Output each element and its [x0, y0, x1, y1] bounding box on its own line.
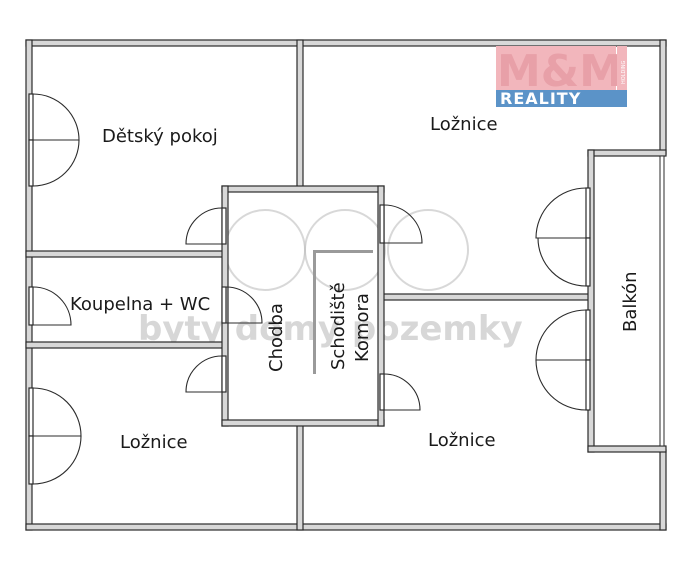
door-leaf — [585, 187, 591, 239]
stairs-line-top — [313, 250, 373, 253]
door-detsky-chodba — [185, 207, 227, 245]
wall-koupelna-bottom — [25, 341, 227, 349]
watermark-circle-2 — [304, 209, 386, 291]
label-loznice-bottom-right: Ložnice — [428, 430, 496, 451]
label-schodiste: Schodiště — [328, 282, 349, 370]
stairs-line — [313, 252, 316, 374]
door-leaf — [585, 309, 591, 361]
door-koupelna-left — [28, 286, 72, 326]
door-arc — [185, 355, 223, 393]
door-leaf — [585, 359, 591, 411]
wall-chodba-top — [221, 185, 385, 193]
door-leaf — [221, 207, 227, 245]
wall-balkon-top — [587, 149, 667, 157]
door-loznice-left-exterior — [28, 387, 82, 485]
logo-brand: M&M — [497, 46, 623, 97]
door-detsky-left — [28, 93, 80, 187]
door-leaf — [585, 237, 591, 287]
door-arc — [32, 93, 80, 141]
door-koupelna-chodba — [221, 286, 263, 324]
door-leaf — [28, 286, 34, 326]
wall-chodba-right — [377, 185, 385, 427]
door-leaf — [28, 93, 34, 141]
door-arc — [32, 286, 72, 326]
label-balkon: Balkón — [620, 271, 641, 332]
door-arc — [32, 139, 80, 187]
logo-reality-text: REALITY — [500, 89, 581, 108]
mm-reality-logo: M&M HOLDING REALITY — [496, 46, 627, 108]
door-arc — [185, 207, 223, 245]
balkon-window — [659, 155, 665, 447]
wall-balkon-bottom — [587, 445, 667, 453]
label-koupelna: Koupelna + WC — [70, 294, 210, 315]
door-balkon-bottom — [535, 309, 591, 411]
door-leaf — [221, 286, 227, 324]
door-arc — [537, 237, 587, 287]
wall-detsky-bottom — [25, 250, 227, 258]
wall-bottom — [25, 523, 667, 531]
door-arc — [225, 286, 263, 324]
door-chodba-loznice-bottom — [379, 373, 421, 411]
door-arc — [32, 387, 82, 437]
door-leaf — [379, 204, 385, 244]
door-leaf — [221, 355, 227, 393]
wall-bedroom-divider — [382, 293, 592, 301]
logo-background — [496, 46, 616, 90]
door-chodba-loznice-top — [379, 204, 423, 244]
wall-right-upper — [659, 39, 667, 155]
wall-right-lower — [659, 449, 667, 531]
door-leaf — [28, 139, 34, 187]
door-arc — [32, 435, 82, 485]
door-leaf — [28, 435, 34, 485]
door-loznice-left-chodba — [185, 355, 227, 393]
door-arc — [535, 359, 587, 411]
logo-holding-bg — [617, 46, 627, 90]
label-chodba: Chodba — [266, 303, 287, 372]
label-komora: Komora — [352, 293, 373, 362]
door-arc — [383, 204, 423, 244]
door-balkon-top — [535, 187, 591, 287]
door-arc — [383, 373, 421, 411]
wall-vertical-center-bottom — [296, 423, 304, 531]
logo-holding: HOLDING — [621, 60, 627, 84]
label-loznice-bottom-left: Ložnice — [120, 432, 188, 453]
door-leaf — [379, 373, 385, 411]
watermark-circle-3 — [387, 209, 469, 291]
label-loznice-top-right: Ložnice — [430, 114, 498, 135]
logo-reality-bg — [496, 90, 627, 107]
label-detsky-pokoj: Dětský pokoj — [102, 126, 218, 147]
door-leaf — [28, 387, 34, 437]
door-arc — [535, 187, 587, 239]
door-arc — [535, 309, 587, 361]
watermark-circle-1 — [224, 209, 306, 291]
wall-vertical-center-top — [296, 39, 304, 189]
wall-chodba-bottom — [221, 419, 385, 427]
